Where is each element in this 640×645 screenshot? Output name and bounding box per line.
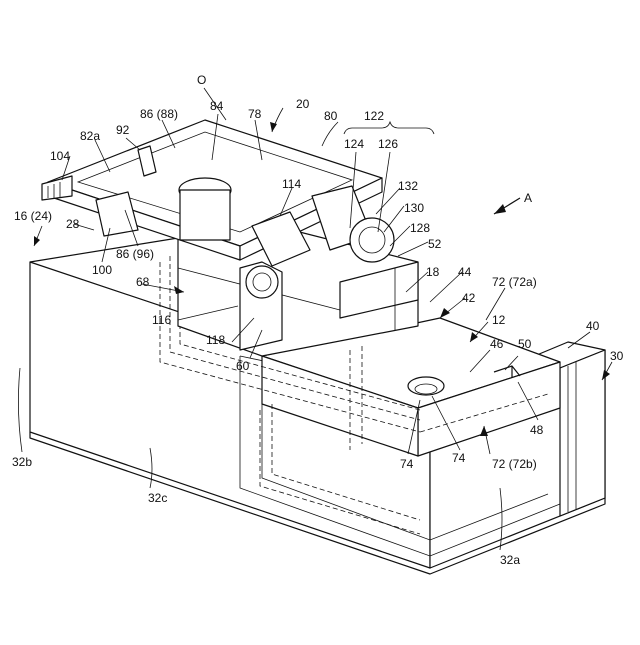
label-74-b: 74 bbox=[452, 451, 466, 465]
handle-104 bbox=[42, 176, 72, 200]
label-124: 124 bbox=[344, 137, 364, 151]
label-32c: 32c bbox=[148, 491, 167, 505]
label-A: A bbox=[524, 191, 532, 205]
arrow-A-head bbox=[494, 204, 506, 214]
label-86-88: 86 (88) bbox=[140, 107, 178, 121]
label-128: 128 bbox=[410, 221, 430, 235]
leader-130 bbox=[384, 206, 404, 232]
label-104: 104 bbox=[50, 149, 70, 163]
leader-80 bbox=[322, 122, 338, 146]
label-114: 114 bbox=[282, 177, 301, 191]
leader-52 bbox=[398, 242, 428, 256]
label-60: 60 bbox=[236, 359, 250, 373]
label-18: 18 bbox=[426, 265, 440, 279]
label-86-96: 86 (96) bbox=[116, 247, 154, 261]
label-68: 68 bbox=[136, 275, 150, 289]
label-48: 48 bbox=[530, 423, 544, 437]
label-20: 20 bbox=[296, 97, 310, 111]
leader-20-head bbox=[270, 122, 277, 132]
label-132: 132 bbox=[398, 179, 418, 193]
label-118: 118 bbox=[206, 333, 225, 347]
label-130: 130 bbox=[404, 201, 424, 215]
label-46: 46 bbox=[490, 337, 504, 351]
label-16-24: 16 (24) bbox=[14, 209, 52, 223]
label-O: O bbox=[197, 73, 206, 87]
label-52: 52 bbox=[428, 237, 442, 251]
label-82a: 82a bbox=[80, 129, 100, 143]
label-42: 42 bbox=[462, 291, 476, 305]
label-84: 84 bbox=[210, 99, 224, 113]
tank-port-74 bbox=[408, 377, 444, 395]
label-32b: 32b bbox=[12, 455, 32, 469]
leader-32b bbox=[18, 368, 22, 452]
label-80: 80 bbox=[324, 109, 338, 123]
label-12: 12 bbox=[492, 313, 506, 327]
label-72-72a: 72 (72a) bbox=[492, 275, 537, 289]
label-126: 126 bbox=[378, 137, 398, 151]
housing-top-edge bbox=[30, 238, 178, 262]
bearing-60-ring bbox=[246, 266, 278, 298]
leader-42-head bbox=[440, 308, 450, 318]
wall-face bbox=[560, 350, 605, 516]
hinge-ring-130 bbox=[350, 218, 394, 262]
label-50: 50 bbox=[518, 337, 532, 351]
arrow-A bbox=[494, 198, 520, 214]
label-116: 116 bbox=[152, 313, 171, 327]
label-40: 40 bbox=[586, 319, 600, 333]
label-32a: 32a bbox=[500, 553, 520, 567]
label-78: 78 bbox=[248, 107, 262, 121]
label-74-a: 74 bbox=[400, 457, 414, 471]
center-well-body bbox=[180, 190, 230, 240]
label-122: 122 bbox=[364, 109, 384, 123]
label-92: 92 bbox=[116, 123, 130, 137]
label-28: 28 bbox=[66, 217, 80, 231]
label-100: 100 bbox=[92, 263, 112, 277]
label-44: 44 bbox=[458, 265, 472, 279]
label-30: 30 bbox=[610, 349, 624, 363]
label-72-72b: 72 (72b) bbox=[492, 457, 537, 471]
bracket-122 bbox=[344, 122, 434, 134]
